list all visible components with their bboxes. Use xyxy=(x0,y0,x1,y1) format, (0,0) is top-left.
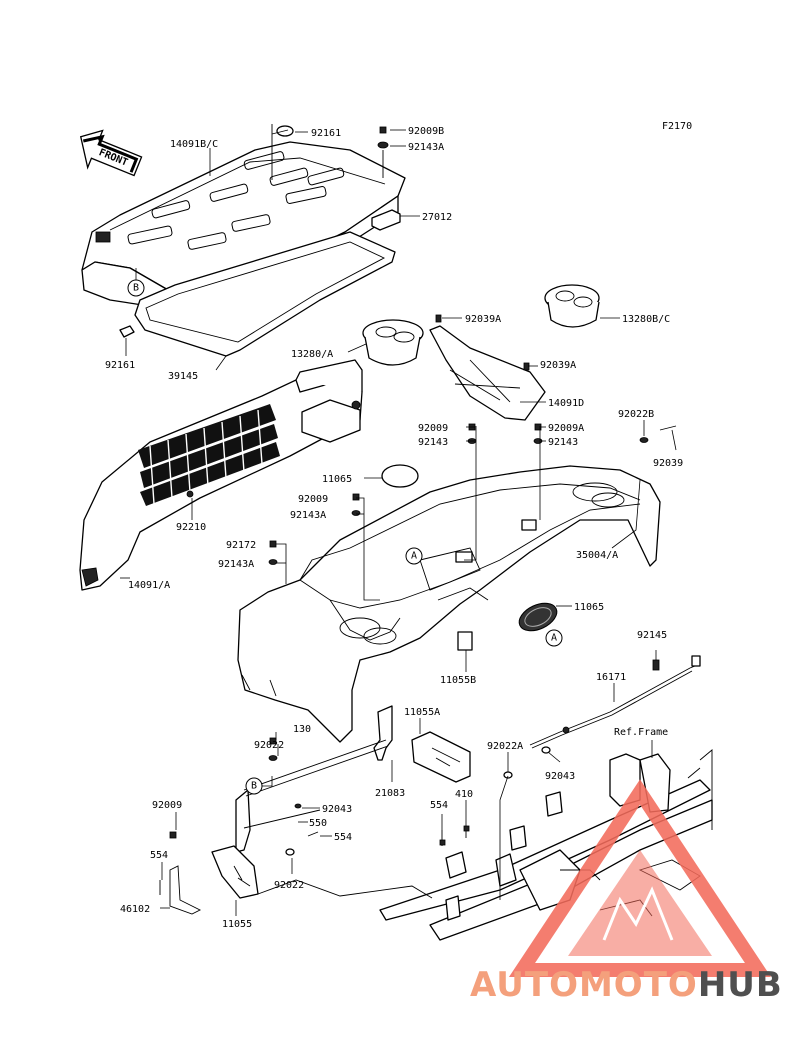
bracket-27012 xyxy=(371,209,401,231)
front-direction-arrow: FRONT xyxy=(79,129,143,177)
svg-text:A: A xyxy=(411,551,417,562)
label-ref-frame: Ref.Frame xyxy=(614,727,668,738)
label-14091a: 14091/A xyxy=(128,580,170,591)
label-21083: 21083 xyxy=(375,788,405,799)
label-92143a-top: 92143A xyxy=(408,142,444,153)
label-92143-1: 92143 xyxy=(418,437,448,448)
bracket-11055a xyxy=(411,731,471,783)
label-35004a: 35004/A xyxy=(576,550,618,561)
svg-text:B: B xyxy=(133,283,139,294)
cable-16171 xyxy=(529,655,701,749)
label-92039a-1: 92039A xyxy=(465,314,501,325)
left-bracket-assembly xyxy=(169,705,433,915)
watermark-logo: AUTOMOTOHUB xyxy=(470,779,783,1005)
label-27012: 27012 xyxy=(422,212,452,223)
label-92009-2: 92009 xyxy=(298,494,328,505)
label-11055b: 11055B xyxy=(440,675,476,686)
label-14091d: 14091D xyxy=(548,398,584,409)
svg-text:B: B xyxy=(251,781,257,792)
label-39145: 39145 xyxy=(168,371,198,382)
front-body-35004a xyxy=(237,465,661,743)
label-92022-1: 92022 xyxy=(254,740,284,751)
callout-b-2: B xyxy=(245,777,263,795)
label-92145: 92145 xyxy=(637,630,667,641)
label-11055: 11055 xyxy=(222,919,252,930)
label-554-1: 554 xyxy=(430,800,448,811)
watermark-part2: HUB xyxy=(698,965,783,1005)
label-92161-top: 92161 xyxy=(311,128,341,139)
label-92043-2: 92043 xyxy=(322,804,352,815)
label-92039: 92039 xyxy=(653,458,683,469)
svg-text:AUTOMOTOHUB: AUTOMOTOHUB xyxy=(470,965,783,1005)
label-92009a: 92009A xyxy=(548,423,584,434)
label-92143-2: 92143 xyxy=(548,437,578,448)
figure-code: F2170 xyxy=(662,121,692,132)
leader-lines xyxy=(120,129,677,916)
part-labels: F2170 14091B/C 92161 92009B 92143A 27012… xyxy=(105,121,692,930)
label-92039a-2: 92039A xyxy=(540,360,576,371)
label-92022-2: 92022 xyxy=(274,880,304,891)
decal-11065-oval xyxy=(381,464,419,488)
label-92022b: 92022B xyxy=(618,409,654,420)
label-550: 550 xyxy=(309,818,327,829)
label-92022a: 92022A xyxy=(487,741,523,752)
grille-14091a xyxy=(79,359,363,591)
tray-14091d xyxy=(429,314,546,421)
label-92143a-2: 92143A xyxy=(290,510,326,521)
bolt-92009b xyxy=(377,126,389,178)
label-14091bc: 14091B/C xyxy=(170,139,218,150)
callout-b-1: B xyxy=(127,279,145,297)
decal-11065-round xyxy=(518,602,558,632)
label-92009-3: 92009 xyxy=(152,800,182,811)
cup-holder-13280bc xyxy=(544,284,600,328)
cup-holder-13280a xyxy=(362,319,424,366)
callout-a-2: A xyxy=(545,629,563,647)
label-92172: 92172 xyxy=(226,540,256,551)
label-92143a-3: 92143A xyxy=(218,559,254,570)
svg-text:A: A xyxy=(551,633,557,644)
label-13280bc: 13280B/C xyxy=(622,314,670,325)
label-11065-a: 11065 xyxy=(322,474,352,485)
label-92009-1: 92009 xyxy=(418,423,448,434)
roof-seal xyxy=(134,231,396,357)
label-92210: 92210 xyxy=(176,522,206,533)
bracket-11055b xyxy=(457,631,473,651)
label-92161-bottom: 92161 xyxy=(105,360,135,371)
label-554-3: 554 xyxy=(150,850,168,861)
label-11055a: 11055A xyxy=(404,707,440,718)
callout-a-1: A xyxy=(405,547,423,565)
label-16171: 16171 xyxy=(596,672,626,683)
label-92009b: 92009B xyxy=(408,126,444,137)
label-130: 130 xyxy=(293,724,311,735)
label-13280a: 13280/A xyxy=(291,349,333,360)
label-554-2: 554 xyxy=(334,832,352,843)
roof-panel xyxy=(81,141,406,319)
label-92043-1: 92043 xyxy=(545,771,575,782)
clip-92161-bottom xyxy=(119,325,135,338)
label-410: 410 xyxy=(455,789,473,800)
label-11065-b: 11065 xyxy=(574,602,604,613)
label-46102: 46102 xyxy=(120,904,150,915)
watermark-part1: AUTOMOTO xyxy=(470,965,698,1005)
